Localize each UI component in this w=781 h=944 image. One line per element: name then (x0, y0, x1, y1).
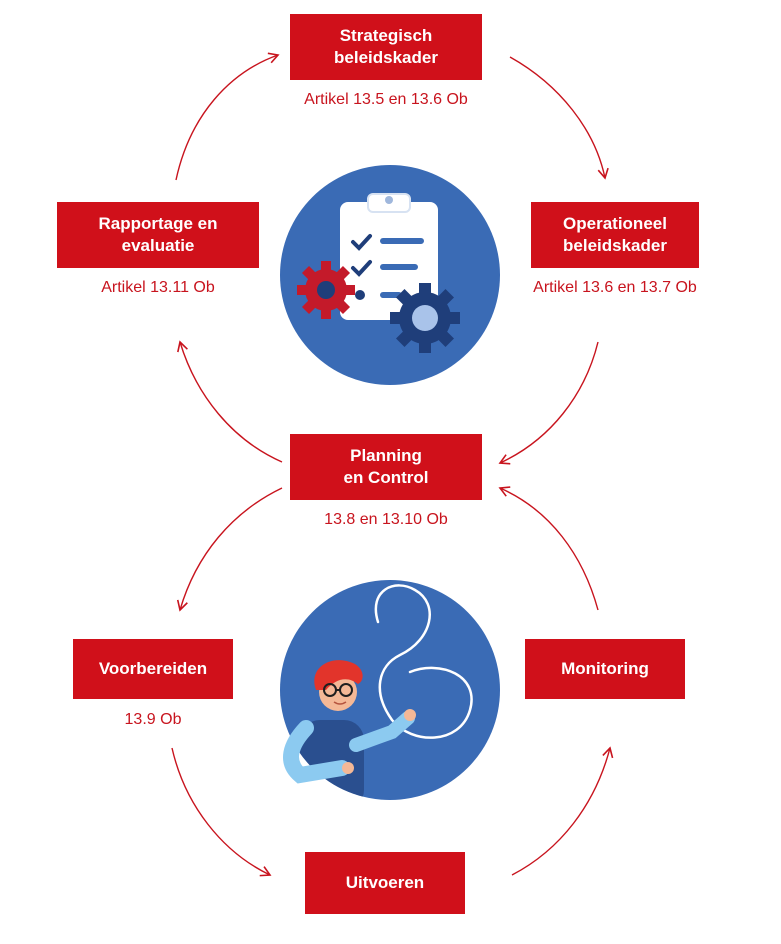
arrow-uitvoeren-to-monitoring (511, 746, 614, 876)
arrow-planning-to-rapportage (177, 340, 283, 463)
node-planning-en-control: Planning en Control (290, 434, 482, 500)
node-strategisch-line1: Strategisch (339, 26, 433, 45)
node-planning-line2: en Control (343, 468, 429, 487)
node-rapportage-line1: Rapportage en (98, 214, 218, 233)
node-voorbereiden-line1: Voorbereiden (98, 659, 208, 678)
node-monitoring: Monitoring (525, 639, 685, 699)
arrow-operationeel-to-planning (498, 341, 599, 465)
arrow-monitoring-to-planning (498, 486, 599, 611)
arrow-planning-to-voorbereiden (176, 487, 283, 612)
node-uitvoeren-line1: Uitvoeren (345, 873, 425, 892)
node-operationeel-line1: Operationeel (563, 214, 667, 233)
node-rapportage-en-evaluatie: Rapportage en evaluatie (57, 202, 259, 268)
node-strategisch-beleidskader: Strategisch beleidskader (290, 14, 482, 80)
node-operationeel-line2: beleidskader (563, 236, 667, 255)
node-operationeel-beleidskader: Operationeel beleidskader (531, 202, 699, 268)
node-voorbereiden: Voorbereiden (73, 639, 233, 699)
node-uitvoeren: Uitvoeren (305, 852, 465, 914)
ref-operationeel: Artikel 13.6 en 13.7 Ob (533, 279, 697, 296)
node-rapportage-line2: evaluatie (121, 236, 195, 255)
arrow-strategisch-to-operationeel (509, 56, 609, 180)
node-monitoring-line1: Monitoring (561, 659, 649, 678)
ref-planning: 13.8 en 13.10 Ob (324, 511, 448, 528)
ref-voorbereiden: 13.9 Ob (124, 711, 182, 728)
ref-rapportage: Artikel 13.11 Ob (101, 279, 215, 296)
node-strategisch-line2: beleidskader (334, 48, 438, 67)
clipboard-checklist-gears-icon (280, 165, 500, 385)
person-drawing-eight-icon (280, 580, 500, 800)
arrow-rapportage-to-strategisch (175, 52, 280, 181)
ref-strategisch: Artikel 13.5 en 13.6 Ob (304, 91, 468, 108)
arrow-voorbereiden-to-uitvoeren (171, 747, 272, 877)
node-planning-line1: Planning (350, 446, 422, 465)
